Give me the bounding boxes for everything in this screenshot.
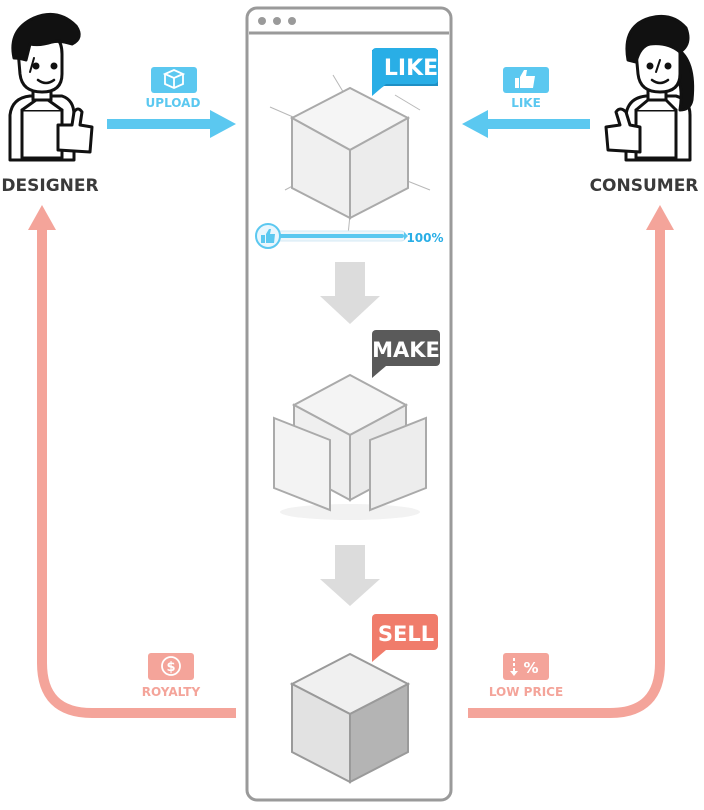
like-flow-label: LIKE [511, 96, 541, 110]
svg-text:%: % [523, 659, 538, 677]
exploded-cube [273, 373, 427, 520]
like-meter: 100% [255, 223, 444, 249]
low-price-flow: % LOW PRICE [468, 205, 674, 718]
like-stage-badge: LIKE [372, 48, 438, 96]
sell-stage-label: SELL [378, 622, 434, 646]
consumer-figure [604, 14, 695, 162]
solid-cube [289, 652, 411, 784]
svg-text:$: $ [166, 660, 175, 675]
low-price-label: LOW PRICE [489, 685, 563, 699]
box-icon [162, 69, 186, 89]
thumbs-up-icon [261, 229, 275, 243]
like-meter-value: 100% [406, 231, 443, 245]
down-arrow-2 [320, 545, 380, 606]
make-stage-badge: MAKE [372, 330, 440, 378]
window-dots [258, 17, 296, 25]
royalty-label: ROYALTY [142, 685, 201, 699]
thumbs-up-icon [515, 70, 535, 88]
consumer-label: CONSUMER [590, 176, 699, 196]
sell-stage-badge: SELL [372, 614, 438, 662]
like-flow: LIKE [462, 67, 590, 138]
dollar-icon: $ [161, 656, 181, 676]
designer-label: DESIGNER [1, 176, 98, 196]
upload-flow: UPLOAD [107, 67, 236, 138]
like-stage-label: LIKE [384, 56, 438, 81]
sketch-cube [289, 86, 411, 220]
percent-down-icon: % [510, 658, 539, 677]
make-stage-label: MAKE [372, 338, 440, 362]
down-arrow-1 [320, 262, 380, 324]
designer-figure [8, 12, 94, 162]
upload-label: UPLOAD [146, 96, 201, 110]
royalty-flow: $ ROYALTY [28, 205, 236, 718]
